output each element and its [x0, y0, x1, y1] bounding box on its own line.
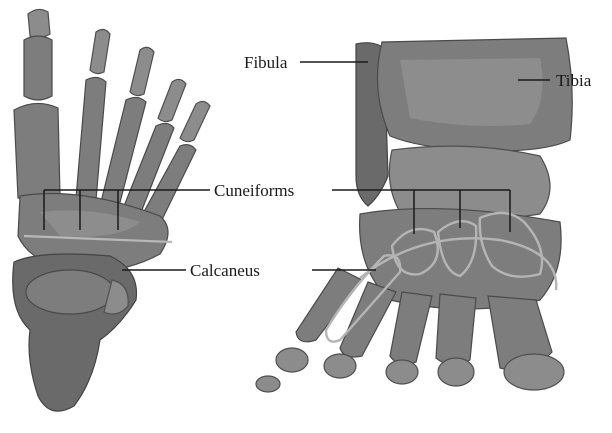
toe-tip-right	[256, 376, 280, 392]
left-foot-view	[13, 9, 210, 411]
toe-5-right	[276, 348, 308, 372]
first-metatarsal	[14, 103, 60, 201]
toe-3-right	[386, 360, 418, 384]
talus-head	[26, 270, 114, 314]
toe-1-right	[504, 354, 564, 390]
third-toe-phalanges	[130, 47, 154, 95]
tibia-label: Tibia	[556, 71, 592, 90]
fifth-toe-phalanges	[180, 101, 210, 141]
fourth-toe-phalanges	[158, 79, 186, 121]
toe-2-right	[438, 358, 474, 386]
hallux-distal-phalanx	[28, 9, 50, 37]
fibula-label: Fibula	[244, 53, 288, 72]
toe-4-right	[324, 354, 356, 378]
second-metatarsal	[76, 77, 106, 202]
metatarsal-2-right	[436, 294, 476, 365]
second-toe-phalanges	[90, 29, 110, 73]
calcaneus-label: Calcaneus	[190, 261, 260, 280]
cuneiforms-label: Cuneiforms	[214, 181, 294, 200]
metatarsal-3-right	[390, 292, 432, 364]
hallux-proximal-phalanx	[24, 36, 52, 100]
